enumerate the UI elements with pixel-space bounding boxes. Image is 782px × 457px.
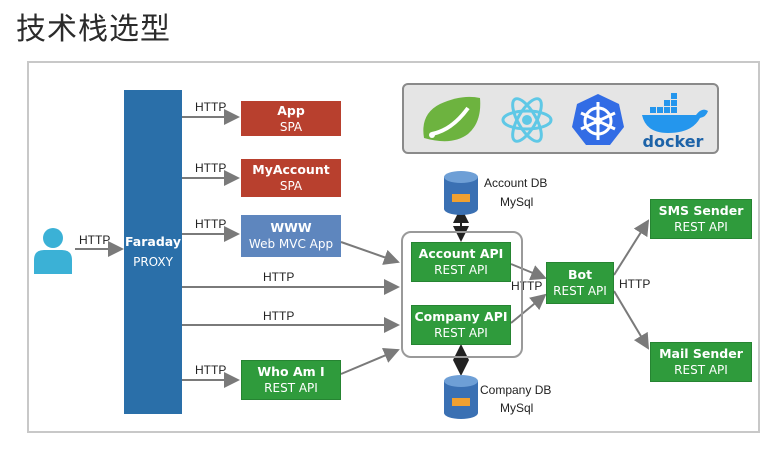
page-title: 技术栈选型 — [16, 12, 171, 47]
tech-stack-logos: docker — [402, 83, 719, 154]
docker-wordmark: docker — [643, 132, 704, 149]
mail-sender-sub: REST API — [674, 363, 728, 377]
bot-sub: REST API — [553, 284, 607, 298]
diagram-frame — [27, 61, 760, 433]
edge-www-group — [340, 241, 400, 265]
proxy-name: Faraday — [125, 234, 181, 249]
edge-label-www: HTTP — [195, 217, 227, 231]
account-db-engine: MySql — [500, 195, 534, 209]
react-icon — [501, 97, 553, 143]
edge-label-whoami: HTTP — [195, 363, 227, 377]
edge-whoami-group — [340, 348, 400, 375]
company-api-sub: REST API — [434, 326, 488, 340]
kubernetes-icon — [572, 94, 624, 145]
whoami-sub: REST API — [264, 381, 318, 395]
edge-label-bot-out: HTTP — [619, 277, 651, 291]
edge-label-user: HTTP — [79, 233, 111, 247]
app-box: App SPA — [241, 101, 341, 136]
docker-icon: docker — [642, 93, 708, 149]
faraday-proxy: Faraday PROXY — [124, 90, 182, 414]
edge-account-bot — [510, 263, 547, 281]
proxy-sub: PROXY — [133, 255, 173, 269]
account-api-name: Account API — [418, 246, 504, 261]
account-api-sub: REST API — [434, 263, 488, 277]
api-group — [401, 231, 523, 358]
bot-box: Bot REST API — [546, 262, 614, 304]
mail-sender-box: Mail Sender REST API — [650, 342, 752, 382]
spring-icon — [423, 96, 481, 142]
company-api-name: Company API — [414, 309, 508, 324]
www-name: WWW — [270, 220, 312, 235]
myaccount-box: MyAccount SPA — [241, 159, 341, 197]
edge-label-company: HTTP — [263, 309, 295, 323]
bot-name: Bot — [567, 267, 593, 282]
edge-label-myaccount: HTTP — [195, 161, 227, 175]
www-sub: Web MVC App — [248, 237, 334, 251]
user-icon — [34, 228, 72, 274]
account-db-icon — [444, 171, 478, 215]
myaccount-name: MyAccount — [252, 162, 330, 177]
whoami-box: Who Am I REST API — [241, 360, 341, 400]
company-db-name: Company DB — [480, 383, 552, 397]
mail-sender-name: Mail Sender — [659, 346, 743, 361]
edge-bot-sms — [613, 219, 650, 276]
sms-sender-sub: REST API — [674, 220, 728, 234]
app-sub: SPA — [279, 119, 303, 134]
sms-sender-box: SMS Sender REST API — [650, 199, 752, 239]
edge-company-bot — [510, 293, 547, 324]
account-db-name: Account DB — [484, 176, 548, 190]
company-api-box: Company API REST API — [411, 305, 511, 345]
edge-label-bot-in: HTTP — [511, 279, 543, 293]
company-db-engine: MySql — [500, 401, 534, 415]
edge-bot-mail — [613, 290, 650, 350]
account-api-box: Account API REST API — [411, 242, 511, 282]
edge-label-app: HTTP — [195, 100, 227, 114]
myaccount-sub: SPA — [279, 179, 303, 193]
sms-sender-name: SMS Sender — [658, 203, 744, 218]
edge-label-account: HTTP — [263, 270, 295, 284]
company-db-icon — [444, 375, 478, 419]
whoami-name: Who Am I — [257, 364, 325, 379]
www-box: WWW Web MVC App — [241, 215, 341, 257]
app-name: App — [277, 102, 305, 118]
